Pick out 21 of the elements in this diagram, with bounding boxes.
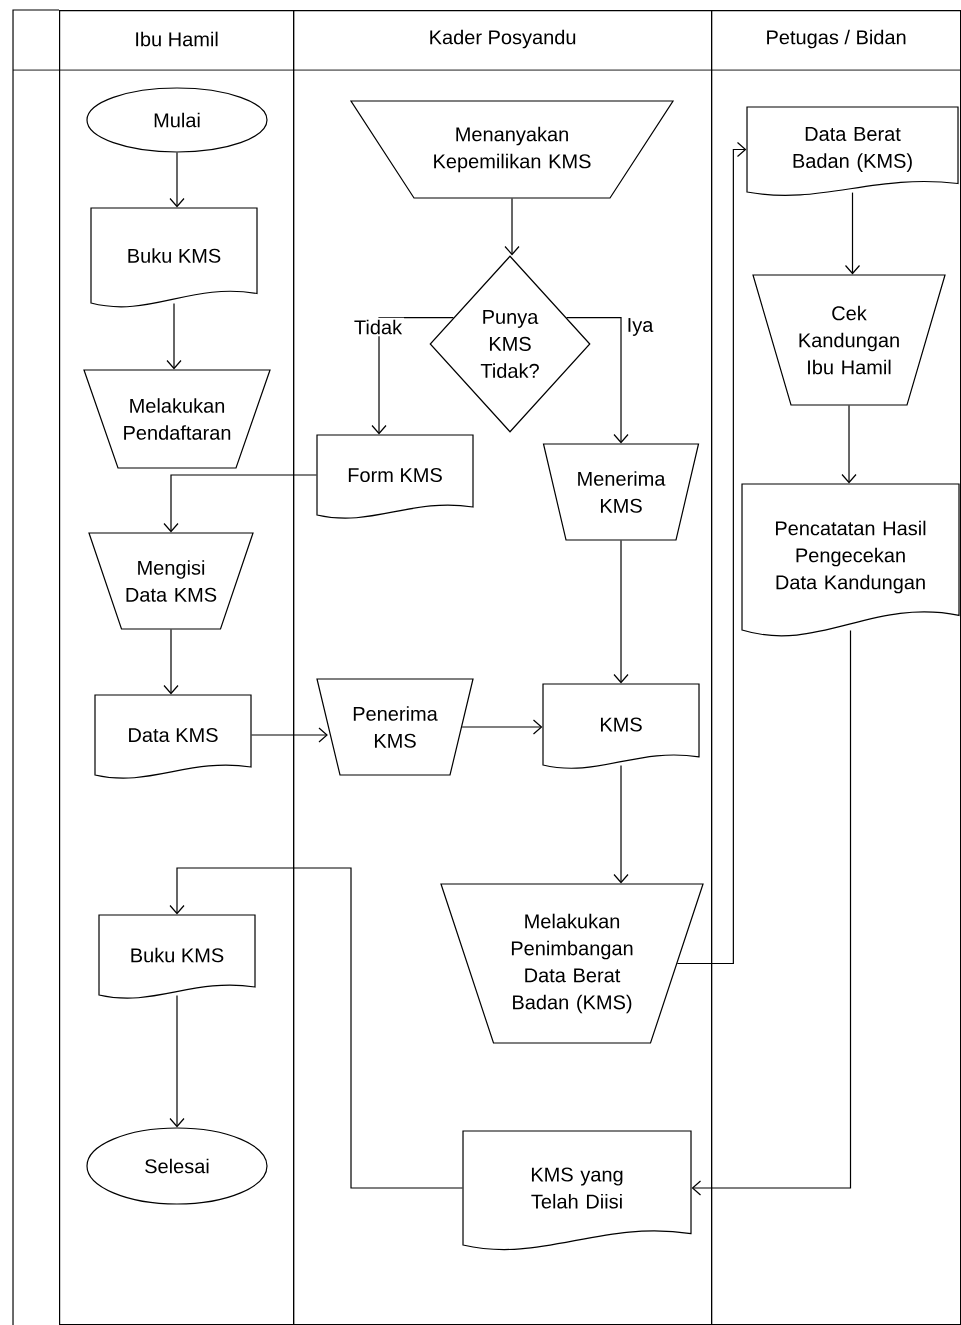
arrow xyxy=(841,405,857,484)
arrow xyxy=(676,141,747,965)
arrow xyxy=(504,198,520,256)
terminal-oval: Mulai xyxy=(86,87,268,153)
arrow xyxy=(691,630,852,1196)
arrow xyxy=(169,867,463,1189)
arrow xyxy=(613,540,629,684)
arrow xyxy=(166,303,182,370)
edge-label: Iya xyxy=(624,316,656,338)
arrow xyxy=(163,629,179,695)
arrow xyxy=(169,995,185,1128)
arrow xyxy=(371,317,454,435)
arrow xyxy=(844,192,861,275)
arrow xyxy=(613,765,629,884)
arrow xyxy=(461,719,543,735)
arrow xyxy=(169,152,185,208)
arrow xyxy=(566,317,629,444)
edge-label: Tidak xyxy=(351,317,405,337)
terminal-oval: Selesai xyxy=(86,1127,268,1205)
arrow xyxy=(251,727,328,743)
arrow xyxy=(163,474,317,533)
